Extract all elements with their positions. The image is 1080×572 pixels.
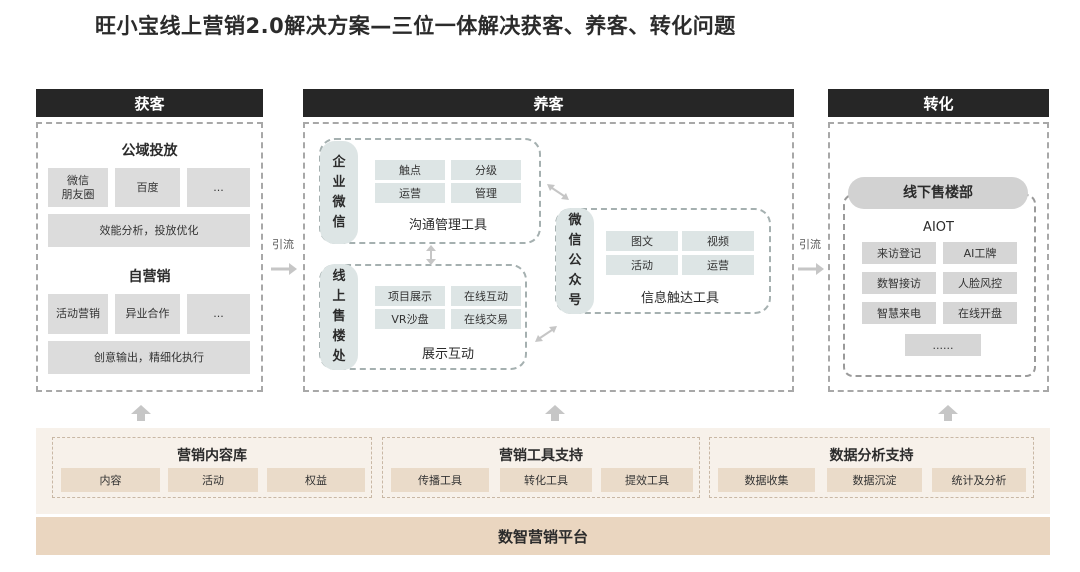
acquire-header: 获客 xyxy=(36,89,263,117)
nurture-header: 养客 xyxy=(303,89,794,117)
convert-cell-more: ...... xyxy=(905,334,981,356)
show-cell-trade: 在线交易 xyxy=(451,309,521,329)
official-cell-ops: 运营 xyxy=(682,255,754,275)
content-cell-content: 内容 xyxy=(61,468,160,492)
group-marketing-tools: 营销工具支持 传播工具 转化工具 提效工具 xyxy=(382,437,700,498)
group-data-title: 数据分析支持 xyxy=(829,448,914,464)
official-pill: 微信公众号 xyxy=(556,208,594,314)
show-cell-project: 项目展示 xyxy=(375,286,445,306)
wecom-cell-ops: 运营 xyxy=(375,183,445,203)
convert-cell-face-risk: 人脸风控 xyxy=(943,272,1017,294)
self-item-activity: 活动营销 xyxy=(48,294,108,334)
group-content-library: 营销内容库 内容 活动 权益 xyxy=(52,437,372,498)
convert-cell-reception: 数智接访 xyxy=(862,272,936,294)
offline-pill: 线下售楼部 xyxy=(848,177,1028,209)
wecom-cell-touchpoint: 触点 xyxy=(375,160,445,180)
public-item-baidu: 百度 xyxy=(115,168,180,207)
convert-panel: 线下售楼部 AIOT 来访登记 AI工牌 数智接访 人脸风控 智慧来电 在线开盘… xyxy=(828,122,1049,392)
convert-cell-online-open: 在线开盘 xyxy=(943,302,1017,324)
wecom-label: 沟通管理工具 xyxy=(408,218,487,233)
up-arrow-1-icon xyxy=(131,405,151,421)
flow-label-1: 引流 xyxy=(272,238,294,251)
connector-upper-icon xyxy=(547,184,569,200)
self-footer: 创意输出，精细化执行 xyxy=(48,341,250,374)
group-content-title: 营销内容库 xyxy=(177,448,247,464)
public-title: 公域投放 xyxy=(121,143,178,159)
tools-cell-efficiency: 提效工具 xyxy=(601,468,693,492)
content-cell-activity: 活动 xyxy=(168,468,258,492)
self-item-crossover: 异业合作 xyxy=(115,294,180,334)
acquire-panel: 公域投放 微信 朋友圈 百度 ... 效能分析，投放优化 自营销 活动营销 异业… xyxy=(36,122,263,392)
content-cell-rights: 权益 xyxy=(267,468,365,492)
show-cell-interact: 在线互动 xyxy=(451,286,521,306)
page-title: 旺小宝线上营销2.0解决方案—三位一体解决获客、养客、转化问题 xyxy=(95,14,736,38)
flow-label-2: 引流 xyxy=(799,238,821,251)
flow-arrow-2-icon xyxy=(798,263,824,275)
convert-header: 转化 xyxy=(828,89,1049,117)
show-cell-vr: VR沙盘 xyxy=(375,309,445,329)
official-cell-activity: 活动 xyxy=(606,255,678,275)
wecom-cell-manage: 管理 xyxy=(451,183,521,203)
self-title: 自营销 xyxy=(128,269,171,285)
group-tools-title: 营销工具支持 xyxy=(499,448,583,464)
platform-bar: 数智营销平台 xyxy=(36,517,1050,555)
convert-cell-smart-call: 智慧来电 xyxy=(862,302,936,324)
wecom-cell-grading: 分级 xyxy=(451,160,521,180)
data-cell-collect: 数据收集 xyxy=(718,468,815,492)
nurture-panel: 企业微信 触点 分级 运营 管理 沟通管理工具 线上售楼处 项目展示 在线互动 … xyxy=(303,122,794,392)
convert-cell-ai-badge: AI工牌 xyxy=(943,242,1017,264)
public-footer: 效能分析，投放优化 xyxy=(48,214,250,247)
tools-cell-spread: 传播工具 xyxy=(391,468,489,492)
online-office-pill: 线上售楼处 xyxy=(320,264,358,370)
self-item-more: ... xyxy=(187,294,250,334)
official-cell-video: 视频 xyxy=(682,231,754,251)
wecom-pill: 企业微信 xyxy=(320,141,358,244)
flow-arrow-1-icon xyxy=(271,263,297,275)
official-cell-article: 图文 xyxy=(606,231,678,251)
public-item-more: ... xyxy=(187,168,250,207)
up-arrow-2-icon xyxy=(545,405,565,421)
group-data-analysis: 数据分析支持 数据收集 数据沉淀 统计及分析 xyxy=(709,437,1034,498)
official-label: 信息触达工具 xyxy=(640,291,719,306)
aiot-label: AIOT xyxy=(923,220,954,235)
tools-cell-convert: 转化工具 xyxy=(500,468,592,492)
show-label: 展示互动 xyxy=(421,347,474,362)
data-cell-stats: 统计及分析 xyxy=(932,468,1026,492)
connector-vertical-icon xyxy=(426,245,436,265)
convert-cell-visit: 来访登记 xyxy=(862,242,936,264)
connector-lower-icon xyxy=(535,326,557,342)
data-cell-store: 数据沉淀 xyxy=(827,468,922,492)
public-item-wechat: 微信 朋友圈 xyxy=(48,168,108,207)
up-arrow-3-icon xyxy=(938,405,958,421)
